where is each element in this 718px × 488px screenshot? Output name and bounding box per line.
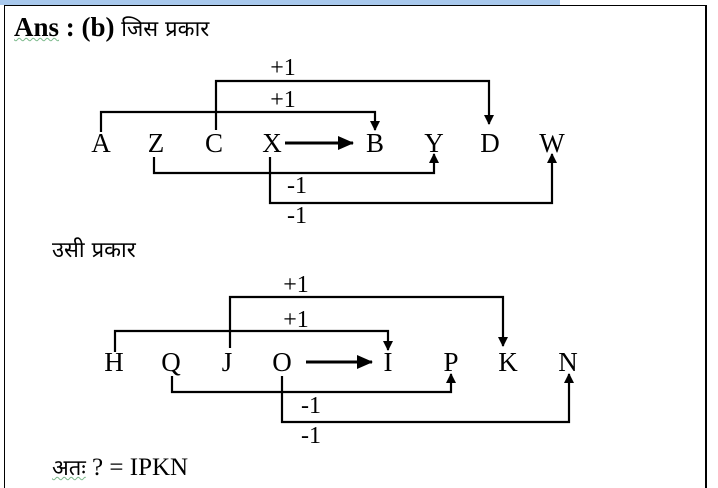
d1-label-plus1-bottom: +1 [270,87,296,113]
answer-prefix: अतः [52,456,86,481]
d1-letter-c: C [205,128,223,158]
answer-equals: = [109,454,124,481]
answer-question-mark: ? [92,454,104,481]
diagram1-labels: +1 +1 -1 -1 [270,55,307,229]
d2-label-minus1-bottom: -1 [301,423,321,449]
answer-value: IPKN [129,454,189,481]
option-label: (b) [81,12,115,42]
d2-letter-n: N [558,347,578,377]
d1-z-to-y-arrow [152,153,439,175]
diagram2-letters: H Q J O I P K N [104,347,578,377]
d1-label-minus1-bottom: -1 [287,203,307,229]
ans-colon: : [65,12,75,42]
d2-h-to-i-arrow [113,329,393,352]
diagram2-connectors [113,295,574,424]
frame-right-border [705,5,707,488]
d1-label-plus1-top: +1 [270,55,296,81]
d1-letter-a: A [91,128,111,158]
d1-letter-w: W [539,128,565,158]
top-color-bar [0,0,560,5]
diagram2-labels: +1 +1 -1 -1 [283,272,321,449]
diagram1-letters: A Z C X B Y D W [91,128,565,158]
ans-label: Ans [14,12,60,42]
final-answer: अतः ? = IPKN [52,452,188,482]
d2-letter-k: K [498,347,518,377]
d1-a-to-b-arrow [99,110,380,132]
d1-c-to-d-arrow [214,79,494,130]
d2-letter-i: I [384,347,393,377]
d2-label-plus1-bottom: +1 [283,307,309,333]
heading-hindi-text: जिस प्रकार [121,17,210,42]
diagram1-connectors [99,79,557,205]
d1-letter-y: Y [424,128,444,158]
d2-letter-j: J [222,347,233,377]
d1-letter-z: Z [148,128,165,158]
d2-letter-o: O [272,347,292,377]
d1-label-minus1-top: -1 [287,173,307,199]
d2-letter-h: H [104,347,124,377]
d1-letter-b: B [366,128,384,158]
similarly-label: उसी प्रकार [52,238,136,263]
d2-letter-q: Q [161,347,181,377]
d2-label-plus1-top: +1 [283,272,309,298]
d2-j-to-k-arrow [228,295,508,348]
d1-letter-x: X [262,128,282,158]
d2-o-to-n-arrow [280,373,574,424]
d2-q-to-p-arrow [170,373,456,394]
d2-label-minus1-top: -1 [301,393,321,419]
answer-heading: Ans : (b) जिस प्रकार [14,12,209,43]
d1-x-to-w-arrow [268,153,557,205]
d1-letter-d: D [480,128,500,158]
frame-left-border [4,5,5,488]
frame-top-border [4,5,707,6]
d2-letter-p: P [443,347,458,377]
